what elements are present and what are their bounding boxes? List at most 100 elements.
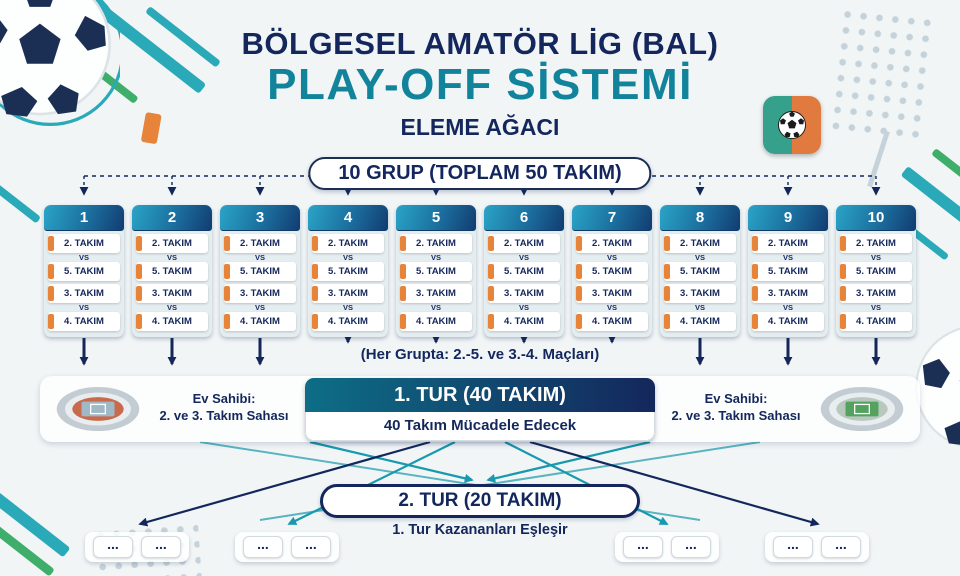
team-marker [48, 314, 54, 329]
group-body: 2. TAKIM VS 5. TAKIM 3. TAKIM VS 4. TAKI… [132, 231, 212, 335]
group-number: 4 [308, 205, 388, 231]
team-row: 4. TAKIM [840, 312, 912, 331]
group-number: 9 [748, 205, 828, 231]
team-row: 4. TAKIM [136, 312, 208, 331]
group-card: 9 2. TAKIM VS 5. TAKIM 3. TAKIM VS 4. TA… [748, 205, 828, 337]
team-label: 4. TAKIM [64, 316, 104, 327]
team-marker [312, 264, 318, 279]
team-label: 2. TAKIM [592, 238, 632, 249]
team-marker [664, 286, 670, 301]
team-row: 4. TAKIM [752, 312, 824, 331]
vs-label: VS [430, 253, 441, 262]
group-card: 8 2. TAKIM VS 5. TAKIM 3. TAKIM VS 4. TA… [660, 205, 740, 337]
team-marker [400, 264, 406, 279]
team-marker [136, 264, 142, 279]
team-row: 2. TAKIM [576, 234, 648, 253]
round2-pairing-slot: ... ... [235, 532, 339, 562]
vs-label: VS [694, 253, 705, 262]
vs-label: VS [78, 253, 89, 262]
host-right-line1: Ev Sahibi: [704, 391, 768, 406]
team-marker [136, 314, 142, 329]
decor-stripe [0, 168, 42, 224]
page-tagline: ELEME AĞACI [400, 114, 560, 140]
team-row: 3. TAKIM [664, 284, 736, 303]
page-subtitle: PLAY-OFF SİSTEMİ [267, 60, 693, 109]
team-label: 2. TAKIM [680, 238, 720, 249]
stadium-icon-left [56, 387, 140, 431]
team-marker [48, 286, 54, 301]
team-row: 5. TAKIM [840, 262, 912, 281]
round1-banner: 1. TUR (40 TAKIM) 40 Takım Mücadele Edec… [305, 378, 655, 441]
team-label: 3. TAKIM [680, 288, 720, 299]
group-card: 5 2. TAKIM VS 5. TAKIM 3. TAKIM VS 4. TA… [396, 205, 476, 337]
team-label: 4. TAKIM [592, 316, 632, 327]
round2-section: 2. TUR (20 TAKIM) 1. Tur Kazananları Eşl… [320, 484, 640, 538]
groups-row: 1 2. TAKIM VS 5. TAKIM 3. TAKIM VS 4. TA… [44, 205, 916, 337]
team-label: 3. TAKIM [152, 288, 192, 299]
group-body: 2. TAKIM VS 5. TAKIM 3. TAKIM VS 4. TAKI… [836, 231, 916, 335]
vs-label: VS [78, 303, 89, 312]
group-body: 2. TAKIM VS 5. TAKIM 3. TAKIM VS 4. TAKI… [220, 231, 300, 335]
round1-title: 1. TUR (40 TAKIM) [305, 378, 655, 412]
placeholder-team: ... [671, 536, 711, 558]
team-row: 5. TAKIM [224, 262, 296, 281]
team-label: 5. TAKIM [504, 266, 544, 277]
group-body: 2. TAKIM VS 5. TAKIM 3. TAKIM VS 4. TAKI… [396, 231, 476, 335]
placeholder-team: ... [773, 536, 813, 558]
host-right-line2: 2. ve 3. Takım Sahası [671, 408, 801, 423]
team-label: 5. TAKIM [240, 266, 280, 277]
group-body: 2. TAKIM VS 5. TAKIM 3. TAKIM VS 4. TAKI… [44, 231, 124, 335]
team-row: 4. TAKIM [224, 312, 296, 331]
placeholder-team: ... [243, 536, 283, 558]
team-marker [224, 314, 230, 329]
team-marker [488, 264, 494, 279]
team-row: 5. TAKIM [400, 262, 472, 281]
group-number: 7 [572, 205, 652, 231]
round1-subtitle: 40 Takım Mücadele Edecek [305, 412, 655, 441]
vs-label: VS [782, 253, 793, 262]
group-card: 1 2. TAKIM VS 5. TAKIM 3. TAKIM VS 4. TA… [44, 205, 124, 337]
team-label: 3. TAKIM [328, 288, 368, 299]
team-label: 2. TAKIM [416, 238, 456, 249]
team-row: 5. TAKIM [312, 262, 384, 281]
team-row: 5. TAKIM [664, 262, 736, 281]
vs-label: VS [254, 303, 265, 312]
team-row: 4. TAKIM [488, 312, 560, 331]
stadium-icon-right [820, 387, 904, 431]
team-marker [136, 236, 142, 251]
team-row: 3. TAKIM [136, 284, 208, 303]
team-label: 3. TAKIM [592, 288, 632, 299]
team-marker [576, 236, 582, 251]
round2-banner: 2. TUR (20 TAKIM) [320, 484, 640, 518]
placeholder-team: ... [93, 536, 133, 558]
group-number: 1 [44, 205, 124, 231]
group-body: 2. TAKIM VS 5. TAKIM 3. TAKIM VS 4. TAKI… [484, 231, 564, 335]
team-label: 2. TAKIM [240, 238, 280, 249]
group-card: 2 2. TAKIM VS 5. TAKIM 3. TAKIM VS 4. TA… [132, 205, 212, 337]
host-info-left: Ev Sahibi: 2. ve 3. Takım Sahası [144, 390, 304, 424]
vs-label: VS [342, 303, 353, 312]
team-marker [48, 236, 54, 251]
team-label: 4. TAKIM [680, 316, 720, 327]
team-row: 5. TAKIM [48, 262, 120, 281]
team-row: 3. TAKIM [224, 284, 296, 303]
placeholder-team: ... [291, 536, 331, 558]
team-row: 3. TAKIM [312, 284, 384, 303]
team-marker [576, 286, 582, 301]
team-marker [576, 264, 582, 279]
soccer-ball-icon [0, 0, 120, 127]
team-marker [488, 236, 494, 251]
vs-label: VS [430, 303, 441, 312]
vs-label: VS [254, 253, 265, 262]
team-row: 3. TAKIM [840, 284, 912, 303]
team-label: 3. TAKIM [504, 288, 544, 299]
host-info-right: Ev Sahibi: 2. ve 3. Takım Sahası [656, 390, 816, 424]
team-marker [752, 314, 758, 329]
team-label: 5. TAKIM [592, 266, 632, 277]
round2-pairing-slot: ... ... [85, 532, 189, 562]
team-row: 2. TAKIM [224, 234, 296, 253]
team-row: 2. TAKIM [664, 234, 736, 253]
team-marker [752, 236, 758, 251]
team-marker [576, 314, 582, 329]
team-marker [312, 314, 318, 329]
